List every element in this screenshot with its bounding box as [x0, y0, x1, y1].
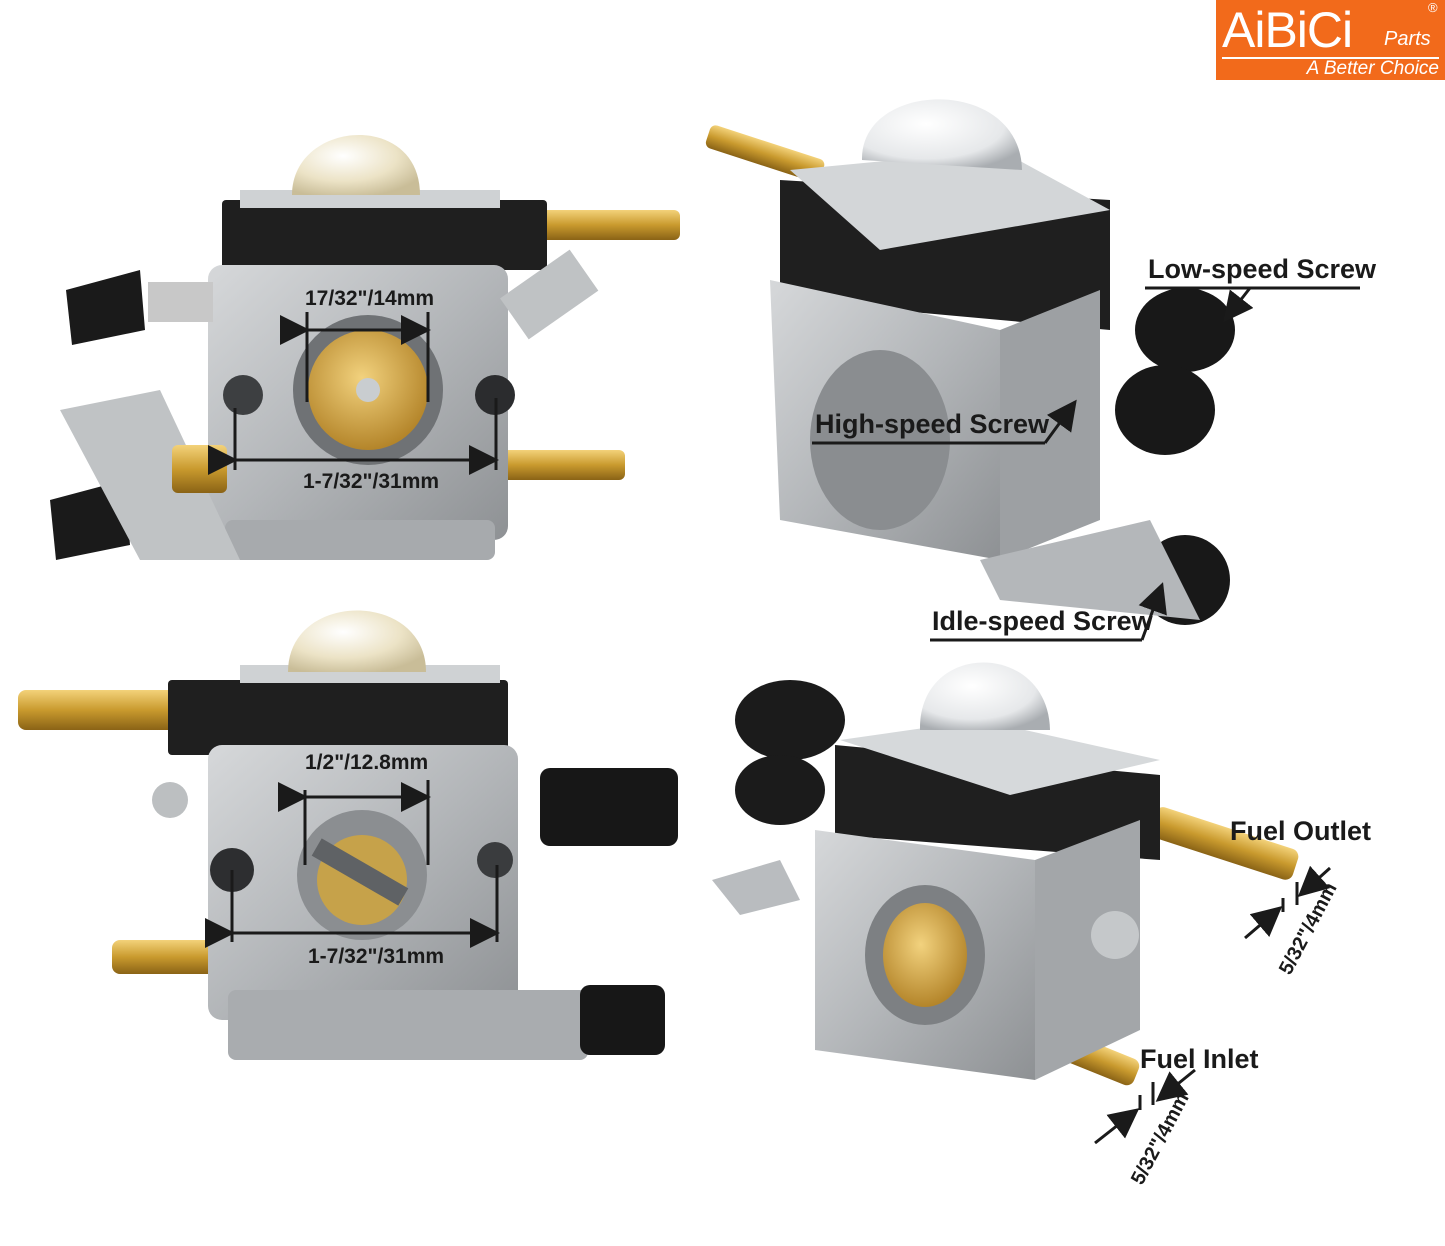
dimension-lines	[205, 286, 1360, 1145]
fuel-inlet-label: Fuel Inlet	[1140, 1044, 1259, 1074]
logo-divider	[1222, 57, 1439, 59]
carburetor-angled-view	[705, 99, 1235, 625]
front-bore-dimension: 17/32"/14mm	[305, 287, 435, 310]
carburetor-front-view	[50, 134, 680, 560]
back-bore-dimension: 1/2"/12.8mm	[305, 751, 429, 774]
logo-parts-text: Parts	[1384, 28, 1431, 50]
brand-logo: AiBiCi Parts ® A Better Choice	[1216, 0, 1445, 80]
carburetor-fuel-view	[712, 662, 1299, 1086]
logo-tagline: A Better Choice	[1306, 58, 1439, 79]
carburetor-back-view	[18, 610, 678, 1060]
logo-brand-text: AiBiCi	[1222, 2, 1353, 58]
high-speed-screw-label: High-speed Screw	[815, 409, 1050, 439]
front-mount-dimension: 1-7/32"/31mm	[303, 470, 440, 493]
low-speed-screw-label: Low-speed Screw	[1148, 254, 1377, 284]
back-mount-dimension: 1-7/32"/31mm	[308, 945, 445, 968]
registered-mark: ®	[1428, 0, 1438, 15]
fuel-outlet-label: Fuel Outlet	[1230, 816, 1371, 846]
idle-speed-screw-label: Idle-speed Screw	[932, 606, 1153, 636]
